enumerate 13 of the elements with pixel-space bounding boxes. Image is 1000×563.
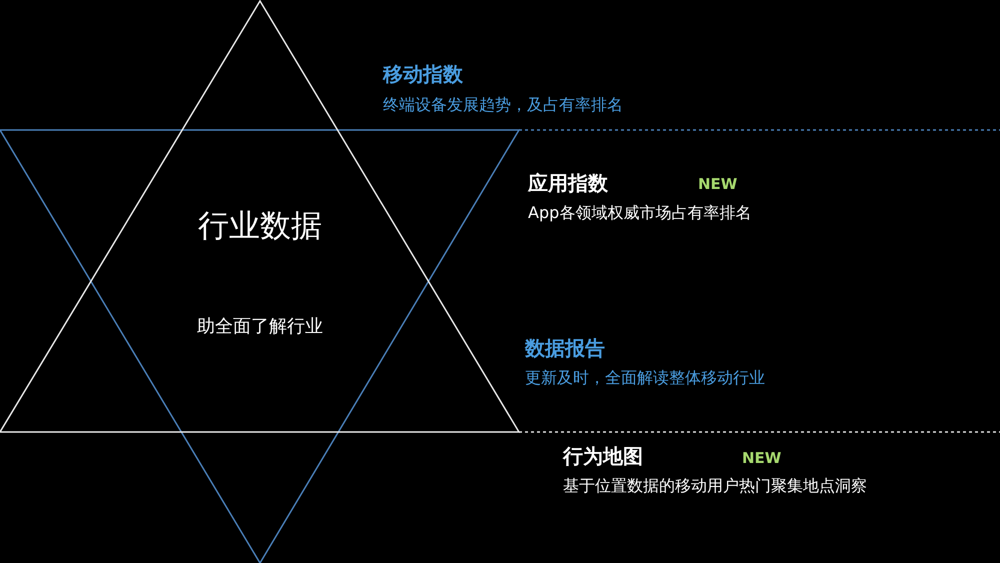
center-title: 行业数据 bbox=[197, 208, 323, 246]
section-heading: 数据报告 bbox=[525, 336, 605, 360]
new-tag: NEW bbox=[698, 175, 738, 193]
section-description: App各领域权威市场占有率排名 bbox=[528, 203, 752, 222]
new-tag: NEW bbox=[742, 449, 782, 467]
section-description: 终端设备发展趋势，及占有率排名 bbox=[383, 95, 623, 114]
section-description: 更新及时，全面解读整体移动行业 bbox=[525, 368, 765, 388]
hexagram-shape bbox=[0, 0, 520, 563]
section-heading: 应用指数 bbox=[528, 171, 608, 195]
section-heading: 行为地图 bbox=[563, 444, 643, 468]
section-description: 基于位置数据的移动用户热门聚集地点洞察 bbox=[563, 476, 867, 496]
section-heading: 移动指数 bbox=[383, 62, 463, 86]
center-subtitle: 助全面了解行业 bbox=[196, 316, 324, 338]
